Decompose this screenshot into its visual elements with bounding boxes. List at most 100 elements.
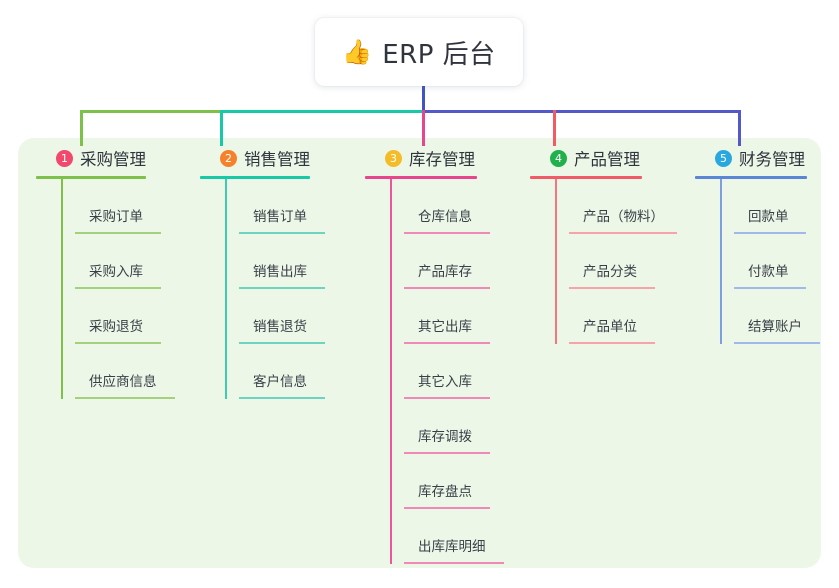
branch-rule-sales: [200, 176, 310, 179]
list-item-rule: [404, 507, 490, 509]
list-item-rule: [569, 342, 655, 344]
list-item-rule: [75, 287, 161, 289]
list-item[interactable]: 产品单位: [569, 289, 700, 344]
list-item-rule: [734, 232, 806, 234]
branch-items-product: 产品（物料） 产品分类 产品单位: [555, 179, 700, 344]
list-item-rule: [404, 452, 490, 454]
branch-title-product: 产品管理: [574, 150, 640, 169]
connector-bar-green: [80, 110, 220, 113]
list-item-label: 销售出库: [253, 264, 307, 280]
list-item[interactable]: 付款单: [734, 234, 839, 289]
list-item[interactable]: 回款单: [734, 179, 839, 234]
diagram-background-panel: [18, 138, 821, 568]
branch-title-finance: 财务管理: [739, 150, 805, 169]
branch-header-product[interactable]: 4 产品管理: [530, 146, 700, 170]
list-item-rule: [239, 342, 325, 344]
branch-title-purchase: 采购管理: [80, 150, 146, 169]
list-item-rule: [404, 287, 490, 289]
list-item-rule: [734, 287, 806, 289]
list-item-rule: [404, 562, 504, 564]
branch-header-sales[interactable]: 2 销售管理: [200, 146, 350, 170]
list-item-rule: [75, 232, 161, 234]
list-item[interactable]: 采购退货: [75, 289, 186, 344]
list-item[interactable]: 其它出库: [404, 289, 525, 344]
branch-spine-inventory: [390, 179, 392, 564]
branch-badge-4: 4: [550, 149, 567, 167]
branch-column-purchase: 1 采购管理 采购订单 采购入库 采购退货 供应商信息: [36, 146, 186, 399]
list-item-label: 销售退货: [253, 319, 307, 335]
branch-rule-finance: [695, 176, 807, 179]
branch-header-purchase[interactable]: 1 采购管理: [36, 146, 186, 170]
branch-badge-5: 5: [715, 149, 732, 167]
branch-badge-1: 1: [56, 149, 73, 167]
drop-connector-col-2: [220, 110, 223, 146]
list-item-rule: [404, 342, 490, 344]
list-item-rule: [404, 232, 490, 234]
list-item-rule: [239, 232, 325, 234]
branch-badge-2: 2: [220, 149, 237, 167]
list-item-label: 供应商信息: [89, 374, 157, 390]
list-item[interactable]: 产品分类: [569, 234, 700, 289]
branch-header-inventory[interactable]: 3 库存管理: [365, 146, 525, 170]
branch-spine-product: [555, 179, 557, 344]
list-item[interactable]: 出库库明细: [404, 509, 525, 564]
branch-title-inventory: 库存管理: [409, 150, 475, 169]
drop-connector-col-5: [738, 110, 741, 146]
branch-items-finance: 回款单 付款单 结算账户: [720, 179, 839, 344]
list-item-label: 仓库信息: [418, 209, 472, 225]
list-item[interactable]: 产品库存: [404, 234, 525, 289]
list-item-label: 产品分类: [583, 264, 637, 280]
drop-connector-col-4: [553, 110, 556, 146]
branch-title-sales: 销售管理: [244, 150, 310, 169]
list-item[interactable]: 采购入库: [75, 234, 186, 289]
list-item-rule: [569, 232, 677, 234]
branch-rule-inventory: [365, 176, 477, 179]
list-item-rule: [75, 342, 161, 344]
root-node-title: ERP 后台: [382, 39, 496, 70]
connector-bar-blue: [422, 110, 741, 113]
list-item-label: 采购订单: [89, 209, 143, 225]
list-item-rule: [239, 287, 325, 289]
list-item-rule: [404, 397, 490, 399]
list-item[interactable]: 客户信息: [239, 344, 350, 399]
list-item-label: 产品（物料）: [583, 209, 664, 225]
list-item[interactable]: 库存调拨: [404, 399, 525, 454]
branch-rule-purchase: [36, 176, 146, 179]
list-item[interactable]: 供应商信息: [75, 344, 186, 399]
list-item-label: 其它入库: [418, 374, 472, 390]
branch-spine-finance: [720, 179, 722, 344]
branch-items-sales: 销售订单 销售出库 销售退货 客户信息: [225, 179, 350, 399]
list-item[interactable]: 结算账户: [734, 289, 839, 344]
list-item-label: 其它出库: [418, 319, 472, 335]
branch-items-inventory: 仓库信息 产品库存 其它出库 其它入库 库存调拨 库存盘点: [390, 179, 525, 564]
list-item[interactable]: 销售退货: [239, 289, 350, 344]
branch-column-finance: 5 财务管理 回款单 付款单 结算账户: [695, 146, 839, 344]
list-item-rule: [239, 397, 325, 399]
branch-spine-purchase: [61, 179, 63, 399]
root-stem-connector: [422, 86, 425, 111]
connector-bar-teal: [220, 110, 422, 113]
list-item[interactable]: 库存盘点: [404, 454, 525, 509]
branch-header-finance[interactable]: 5 财务管理: [695, 146, 839, 170]
drop-connector-col-1: [80, 110, 83, 146]
root-node-content: 👍 ERP 后台: [342, 34, 495, 71]
branch-column-sales: 2 销售管理 销售订单 销售出库 销售退货 客户信息: [200, 146, 350, 399]
list-item[interactable]: 采购订单: [75, 179, 186, 234]
list-item-label: 库存盘点: [418, 484, 472, 500]
list-item-label: 采购入库: [89, 264, 143, 280]
drop-connector-col-3: [422, 110, 425, 146]
root-node-erp-backend[interactable]: 👍 ERP 后台: [315, 18, 523, 86]
list-item-rule: [569, 287, 655, 289]
list-item-rule: [75, 397, 175, 399]
list-item[interactable]: 销售出库: [239, 234, 350, 289]
thumbs-up-icon: 👍: [342, 38, 373, 66]
list-item[interactable]: 产品（物料）: [569, 179, 700, 234]
list-item[interactable]: 其它入库: [404, 344, 525, 399]
list-item[interactable]: 仓库信息: [404, 179, 525, 234]
list-item-label: 出库库明细: [418, 539, 486, 555]
list-item-label: 销售订单: [253, 209, 307, 225]
list-item[interactable]: 销售订单: [239, 179, 350, 234]
branch-column-product: 4 产品管理 产品（物料） 产品分类 产品单位: [530, 146, 700, 344]
branch-rule-product: [530, 176, 642, 179]
